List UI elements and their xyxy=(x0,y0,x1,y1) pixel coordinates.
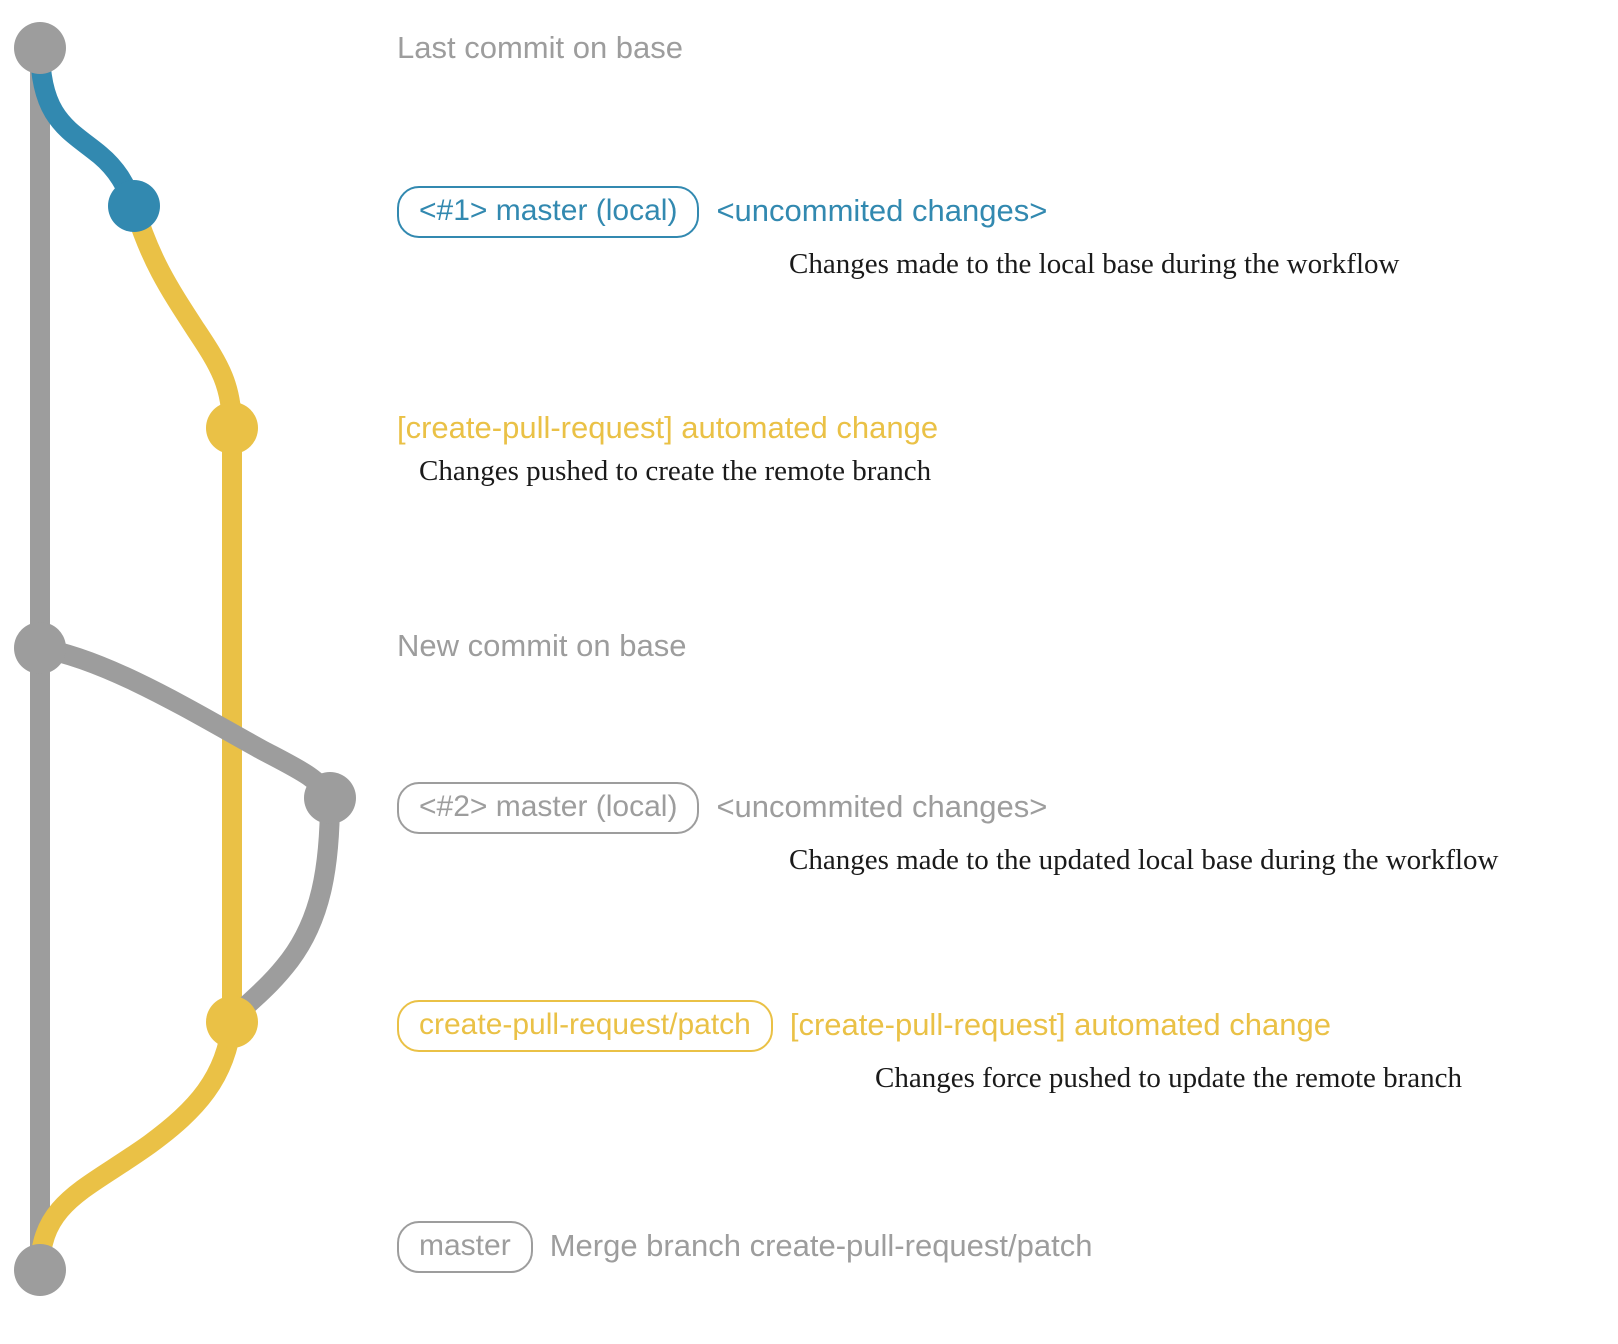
row-automated-change-1: [create-pull-request] automated change C… xyxy=(397,410,939,488)
commit-subject: <uncommited changes> xyxy=(716,193,1048,229)
commit-subject: Last commit on base xyxy=(397,30,684,65)
commit-description: Changes made to the updated local base d… xyxy=(789,843,1499,876)
base-head-node[interactable] xyxy=(14,22,66,74)
commit-subject: New commit on base xyxy=(397,628,687,663)
patch-lane-upper xyxy=(124,196,242,438)
row-last-commit-on-base: Last commit on base xyxy=(397,30,684,65)
branch-pill-master[interactable]: master xyxy=(397,1221,533,1273)
commit-description: Changes pushed to create the remote bran… xyxy=(419,454,932,487)
commit-subject: <uncommited changes> xyxy=(716,789,1048,825)
branch-pill-master-local-2[interactable]: <#2> master (local) xyxy=(397,782,700,834)
merge-node[interactable] xyxy=(14,1244,66,1296)
commit-description: Changes force pushed to update the remot… xyxy=(875,1061,1463,1094)
row-master-local-2: <#2> master (local) <uncommited changes>… xyxy=(397,782,1499,877)
commit-description: Changes made to the local base during th… xyxy=(789,247,1400,280)
local-change-node-1[interactable] xyxy=(108,180,160,232)
commit-graph xyxy=(14,22,356,1296)
local-change-node-2[interactable] xyxy=(304,772,356,824)
commit-subject: [create-pull-request] automated change xyxy=(789,1007,1331,1043)
row-master-local-1: <#1> master (local) <uncommited changes>… xyxy=(397,186,1399,281)
row-new-commit-on-base: New commit on base xyxy=(397,628,687,663)
commit-subject: Merge branch create-pull-request/patch xyxy=(549,1228,1093,1264)
row-master-merge: master Merge branch create-pull-request/… xyxy=(397,1221,1092,1273)
base-new-node[interactable] xyxy=(14,622,66,674)
local-branch-lane-gray xyxy=(30,638,340,808)
commit-subject: [create-pull-request] automated change xyxy=(397,410,939,445)
row-patch-branch: create-pull-request/patch [create-pull-r… xyxy=(397,1000,1462,1095)
patch-commit-node-2[interactable] xyxy=(206,996,258,1048)
branch-pill-create-pull-request-patch[interactable]: create-pull-request/patch xyxy=(397,1000,773,1052)
patch-commit-node-1[interactable] xyxy=(206,402,258,454)
patch-merge-lane xyxy=(30,1012,242,1280)
branch-pill-master-local-1[interactable]: <#1> master (local) xyxy=(397,186,700,238)
